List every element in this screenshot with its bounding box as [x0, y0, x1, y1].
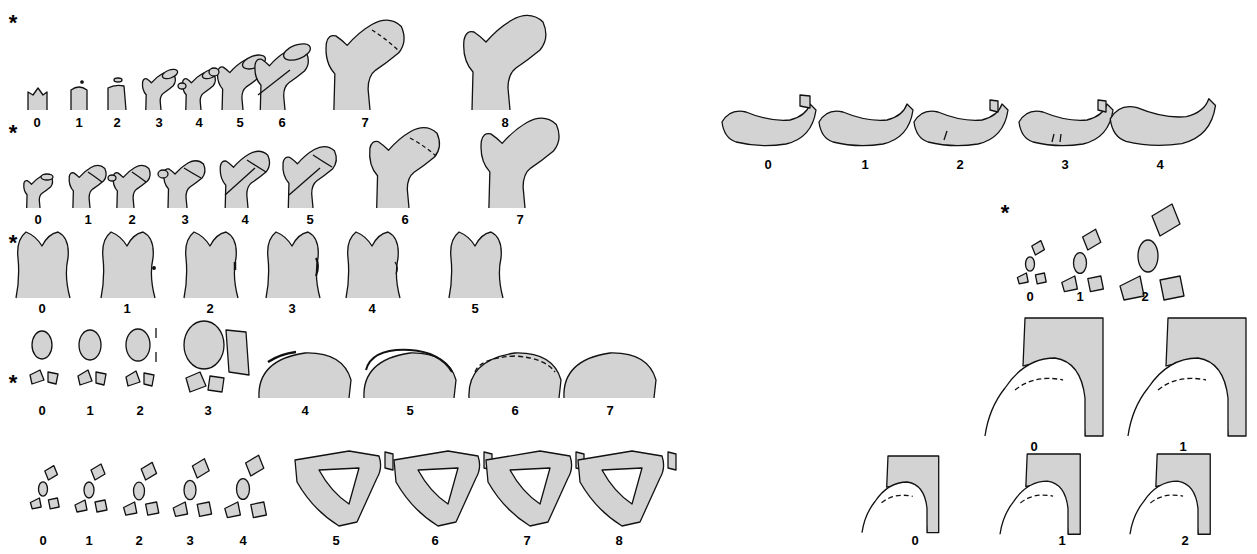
stage-number: 0 [34, 213, 41, 226]
stage-number: 3 [186, 534, 193, 547]
stage-number: 5 [406, 404, 413, 417]
stage-number: 6 [278, 116, 285, 129]
marker-star: * [9, 122, 18, 144]
stage-number: 0 [764, 158, 771, 171]
stage-number: 0 [39, 534, 46, 547]
stage-number: 2 [1141, 290, 1148, 303]
stage-number: 5 [471, 302, 478, 315]
stage-number: 0 [38, 404, 45, 417]
stage-number: 2 [956, 158, 963, 171]
stage-number: 7 [606, 404, 613, 417]
stage-number: 0 [1030, 440, 1037, 453]
stage-number: 5 [332, 534, 339, 547]
stage-number: 1 [85, 534, 92, 547]
stage-number: 1 [1076, 290, 1083, 303]
stage-number: 0 [1026, 290, 1033, 303]
marker-star: * [9, 372, 18, 394]
stage-number: 3 [288, 302, 295, 315]
stage-number: 4 [368, 302, 375, 315]
stage-number: 6 [511, 404, 518, 417]
stage-number: 1 [1179, 440, 1186, 453]
stage-number: 0 [911, 534, 918, 547]
stage-number: 6 [431, 534, 438, 547]
stage-number: 3 [181, 213, 188, 226]
stage-number: 2 [206, 302, 213, 315]
marker-star: * [9, 232, 18, 254]
stage-number: 1 [75, 116, 82, 129]
stage-number: 1 [123, 302, 130, 315]
stage-number: 2 [128, 213, 135, 226]
stage-number: 2 [136, 404, 143, 417]
stage-number: 0 [38, 302, 45, 315]
stage-number: 3 [1061, 158, 1068, 171]
stage-number: 3 [155, 116, 162, 129]
stage-number: 1 [84, 213, 91, 226]
stage-number: 8 [615, 534, 622, 547]
stage-number: 8 [501, 116, 508, 129]
stage-number: 2 [135, 534, 142, 547]
stage-number: 4 [241, 213, 248, 226]
stage-number: 3 [204, 404, 211, 417]
stage-number: 6 [401, 213, 408, 226]
stage-number: 2 [113, 116, 120, 129]
stage-number: 7 [361, 116, 368, 129]
stage-number: 1 [861, 158, 868, 171]
stage-number: 2 [1181, 534, 1188, 547]
stage-number: 1 [86, 404, 93, 417]
stage-number: 0 [33, 116, 40, 129]
stage-number: 5 [236, 116, 243, 129]
stage-number: 4 [239, 534, 246, 547]
marker-star: * [1001, 202, 1010, 224]
stage-number: 7 [523, 534, 530, 547]
stage-number: 4 [1156, 158, 1163, 171]
stage-number: 1 [1058, 534, 1065, 547]
stage-number: 7 [516, 213, 523, 226]
stage-number: 4 [301, 404, 308, 417]
stage-number: 4 [195, 116, 202, 129]
marker-star: * [9, 12, 18, 34]
stage-number: 5 [306, 213, 313, 226]
